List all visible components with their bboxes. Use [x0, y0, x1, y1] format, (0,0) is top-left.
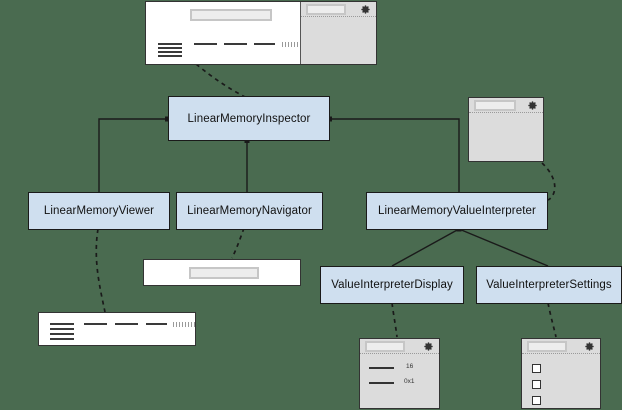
- gear-icon[interactable]: [528, 101, 537, 110]
- edge-interpreter-settings: [458, 228, 549, 267]
- address-line: [158, 43, 182, 45]
- interpreter-pane: [299, 2, 376, 64]
- node-label: ValueInterpreterDisplay: [331, 279, 453, 291]
- node-value-interpreter-settings[interactable]: ValueInterpreterSettings: [476, 266, 622, 304]
- value-interpreter-screenshot[interactable]: [468, 97, 544, 162]
- value-interpreter-settings-screenshot[interactable]: [521, 338, 601, 409]
- byte-group: [254, 43, 275, 45]
- value-row-label: [369, 367, 394, 369]
- address-line: [50, 328, 74, 330]
- node-linear-memory-navigator[interactable]: LinearMemoryNavigator: [176, 192, 323, 230]
- leader-navigator-panel: [231, 227, 245, 259]
- byte-group: [84, 323, 107, 325]
- address-input[interactable]: [190, 9, 272, 21]
- settings-checkbox[interactable]: [532, 364, 541, 373]
- leader-viewer-panel: [95, 228, 106, 313]
- address-line: [158, 47, 182, 49]
- full-inspector-screenshot[interactable]: [145, 1, 377, 65]
- leader-settings-panel: [547, 302, 557, 338]
- byte-group: [146, 323, 167, 325]
- node-label: LinearMemoryViewer: [43, 205, 155, 217]
- toolbar-input[interactable]: [527, 341, 567, 352]
- node-label: ValueInterpreterSettings: [486, 279, 612, 291]
- byte-group: [115, 323, 138, 325]
- node-value-interpreter-display[interactable]: ValueInterpreterDisplay: [320, 266, 464, 304]
- navigator-screenshot[interactable]: [143, 259, 301, 286]
- gear-icon[interactable]: [424, 342, 433, 351]
- settings-checkbox[interactable]: [532, 396, 541, 405]
- byte-group: [224, 43, 247, 45]
- value-row-value: 16: [406, 363, 414, 370]
- leader-full-inspector: [195, 63, 246, 98]
- byte-group: [194, 43, 217, 45]
- address-line: [158, 51, 182, 53]
- node-linear-memory-value-interpreter[interactable]: LinearMemoryValueInterpreter: [366, 192, 548, 230]
- leader-display-panel: [391, 302, 398, 338]
- memory-viewer-screenshot[interactable]: [38, 312, 196, 346]
- address-line: [158, 55, 182, 57]
- gear-icon[interactable]: [585, 342, 594, 351]
- node-label: LinearMemoryInspector: [187, 112, 311, 125]
- edge-inspector-viewer: [98, 118, 168, 192]
- node-label: LinearMemoryValueInterpreter: [378, 205, 536, 217]
- ascii-column: [282, 42, 310, 47]
- edge-inspector-interpreter: [330, 118, 460, 192]
- value-interpreter-display-screenshot[interactable]: 16 0x1: [359, 338, 440, 409]
- settings-checkbox[interactable]: [532, 380, 541, 389]
- gear-icon[interactable]: [361, 5, 370, 14]
- edge-interpreter-display: [391, 228, 460, 267]
- value-row-label: [369, 382, 394, 384]
- node-linear-memory-inspector[interactable]: LinearMemoryInspector: [168, 96, 330, 141]
- toolbar-input[interactable]: [305, 4, 346, 15]
- settings-toolbar: [522, 339, 600, 354]
- interpreter-toolbar: [300, 2, 376, 17]
- memory-pane: [146, 2, 310, 64]
- toolbar-input[interactable]: [365, 341, 405, 352]
- node-linear-memory-viewer[interactable]: LinearMemoryViewer: [28, 192, 170, 230]
- value-row-value: 0x1: [404, 378, 415, 385]
- node-label: LinearMemoryNavigator: [187, 205, 312, 217]
- address-line: [50, 333, 74, 335]
- address-input[interactable]: [189, 267, 259, 279]
- address-line: [50, 323, 74, 325]
- toolbar-input[interactable]: [474, 100, 516, 111]
- display-toolbar: [360, 339, 439, 354]
- ascii-column: [173, 322, 195, 327]
- address-line: [50, 338, 74, 340]
- interpreter-toolbar: [469, 98, 543, 113]
